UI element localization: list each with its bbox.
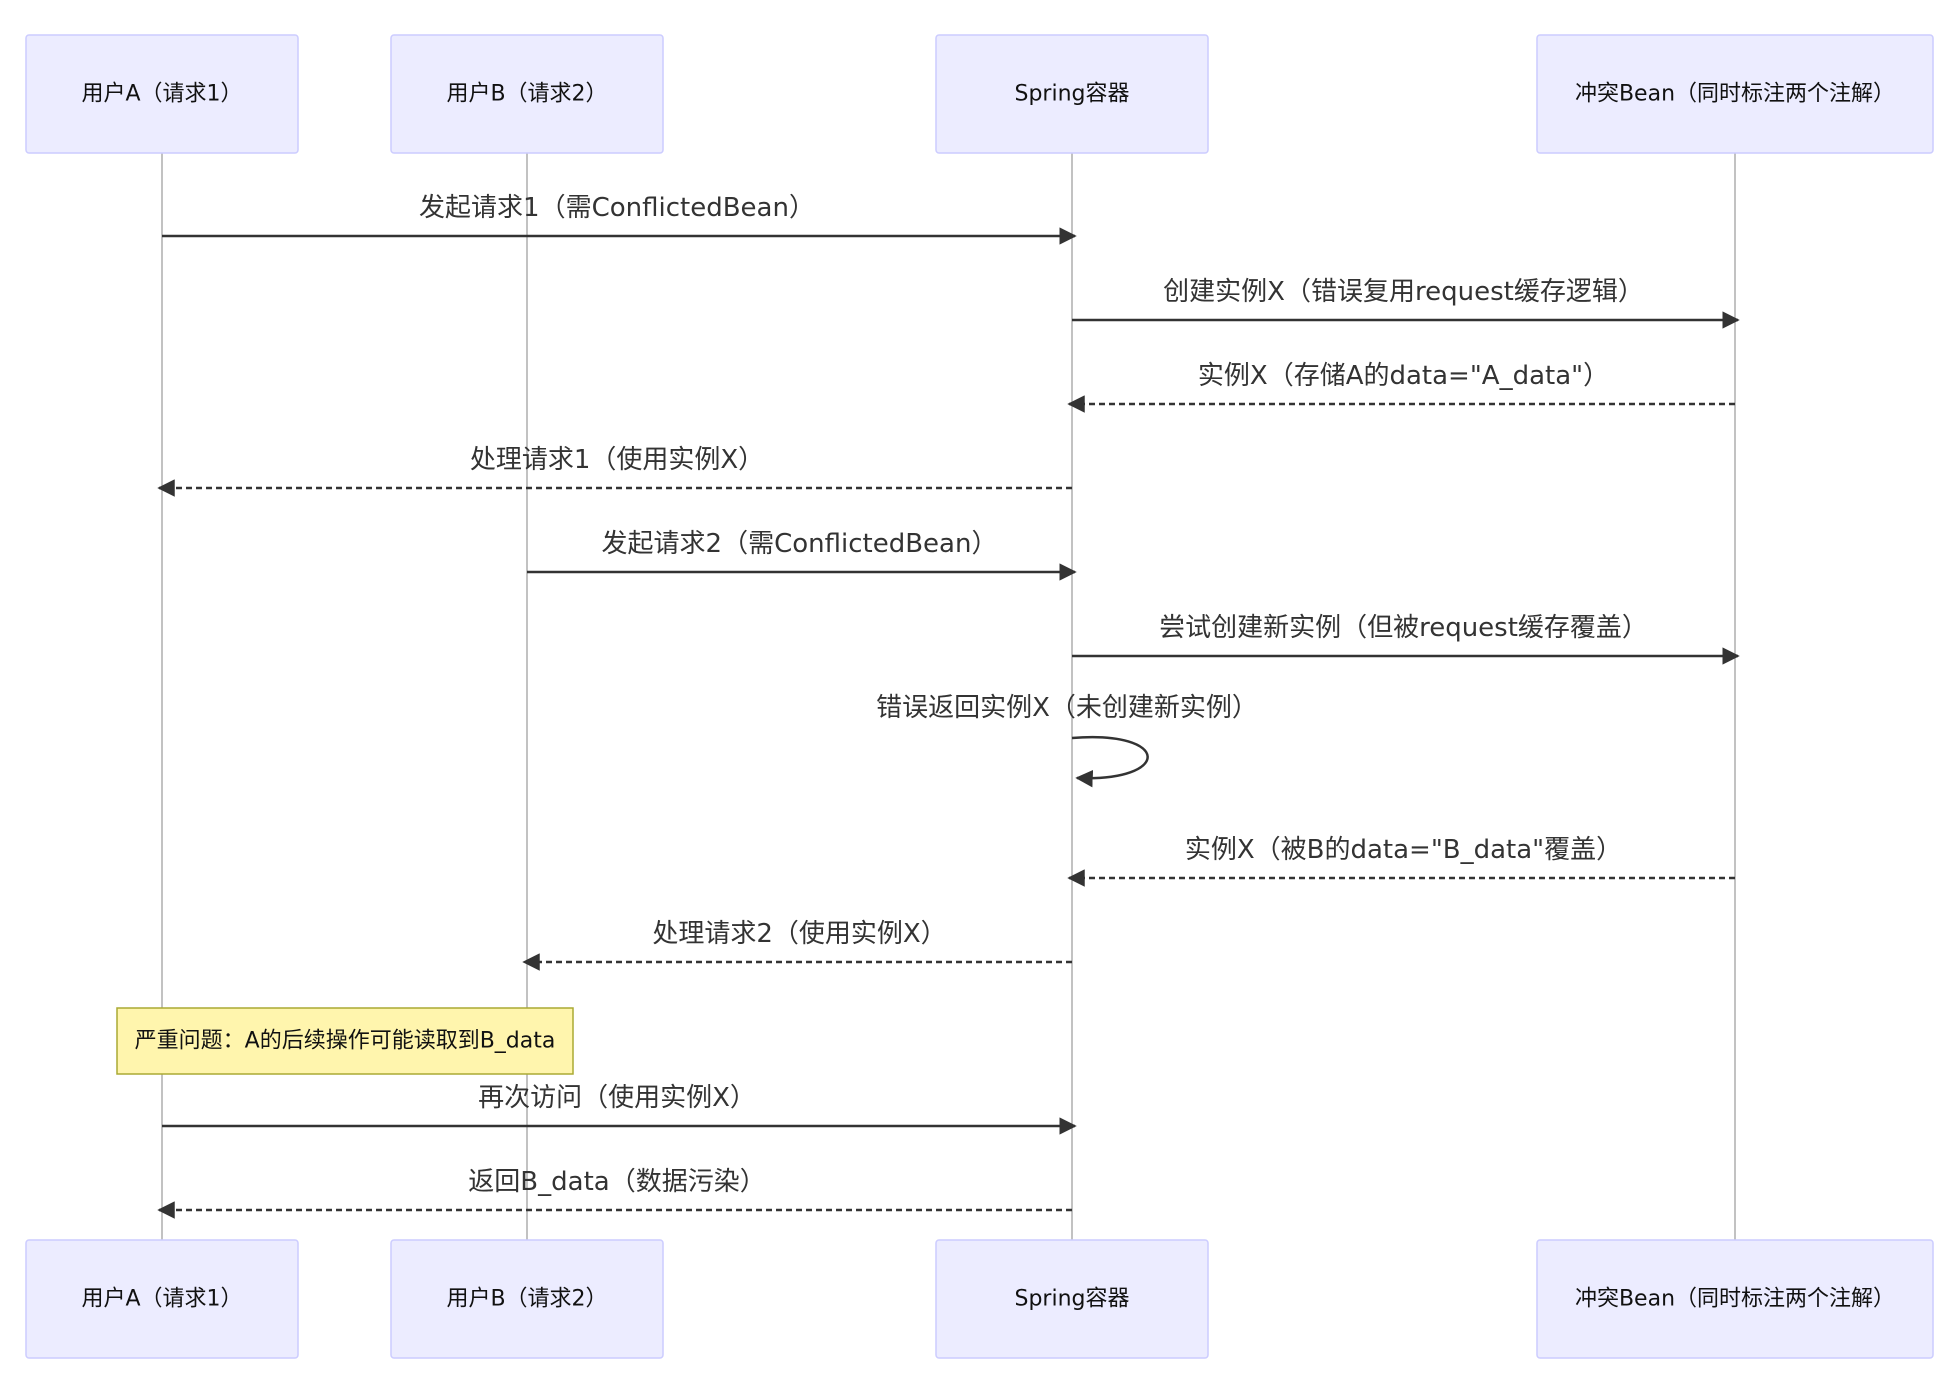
actor-label: Spring容器 xyxy=(1015,1287,1130,1312)
actor-a-top: 用户A（请求1） xyxy=(25,34,299,154)
message-3: 实例X（存储A的data="A_data"） xyxy=(1067,361,1735,413)
actor-label: 冲突Bean（同时标注两个注解） xyxy=(1575,82,1895,107)
actor-box xyxy=(935,1239,1209,1359)
actor-label: 冲突Bean（同时标注两个注解） xyxy=(1575,1287,1895,1312)
message-label: 实例X（存储A的data="A_data"） xyxy=(1198,361,1609,391)
actor-label: 用户A（请求1） xyxy=(81,82,242,107)
message-label: 实例X（被B的data="B_data"覆盖） xyxy=(1185,835,1622,865)
actor-box xyxy=(935,34,1209,154)
message-label: 尝试创建新实例（但被request缓存覆盖） xyxy=(1159,613,1648,643)
message-label: 发起请求1（需ConflictedBean） xyxy=(419,193,815,223)
message-1: 发起请求1（需ConflictedBean） xyxy=(162,193,1077,245)
actor-label: 用户B（请求2） xyxy=(446,82,607,107)
actor-a-bottom: 用户A（请求1） xyxy=(25,1239,299,1359)
actor-box xyxy=(25,34,299,154)
message-label: 返回B_data（数据污染） xyxy=(468,1167,765,1197)
message-label: 处理请求1（使用实例X） xyxy=(470,445,764,475)
note-box xyxy=(116,1007,574,1075)
actor-label: Spring容器 xyxy=(1015,82,1130,107)
actor-box xyxy=(390,1239,664,1359)
message-2: 创建实例X（错误复用request缓存逻辑） xyxy=(1072,277,1740,329)
message-label: 创建实例X（错误复用request缓存逻辑） xyxy=(1163,277,1644,307)
note-warning: 严重问题：A的后续操作可能读取到B_data xyxy=(116,1007,574,1075)
note-label: 严重问题：A的后续操作可能读取到B_data xyxy=(135,1029,556,1054)
actor-c-bottom: 冲突Bean（同时标注两个注解） xyxy=(1536,1239,1934,1359)
actor-b-bottom: 用户B（请求2） xyxy=(390,1239,664,1359)
message-label: 处理请求2（使用实例X） xyxy=(652,919,946,949)
actor-box xyxy=(1536,1239,1934,1359)
message-11: 再次访问（使用实例X） xyxy=(162,1083,1077,1135)
actor-box xyxy=(1536,34,1934,154)
message-arrow xyxy=(1071,735,1149,788)
message-5: 发起请求2（需ConflictedBean） xyxy=(527,529,1077,581)
actor-label: 用户A（请求1） xyxy=(81,1287,242,1312)
message-7: 错误返回实例X（未创建新实例） xyxy=(876,693,1258,788)
actor-box xyxy=(25,1239,299,1359)
actor-b-top: 用户B（请求2） xyxy=(390,34,664,154)
message-label: 再次访问（使用实例X） xyxy=(478,1083,756,1113)
message-4: 处理请求1（使用实例X） xyxy=(157,445,1072,497)
message-8: 实例X（被B的data="B_data"覆盖） xyxy=(1067,835,1735,887)
message-label: 错误返回实例X（未创建新实例） xyxy=(876,693,1258,723)
message-label: 发起请求2（需ConflictedBean） xyxy=(602,529,998,559)
message-9: 处理请求2（使用实例X） xyxy=(522,919,1072,971)
actor-label: 用户B（请求2） xyxy=(446,1287,607,1312)
actor-c-top: 冲突Bean（同时标注两个注解） xyxy=(1536,34,1934,154)
message-6: 尝试创建新实例（但被request缓存覆盖） xyxy=(1072,613,1740,665)
actor-box xyxy=(390,34,664,154)
message-12: 返回B_data（数据污染） xyxy=(157,1167,1072,1219)
actor-s-bottom: Spring容器 xyxy=(935,1239,1209,1359)
actor-s-top: Spring容器 xyxy=(935,34,1209,154)
